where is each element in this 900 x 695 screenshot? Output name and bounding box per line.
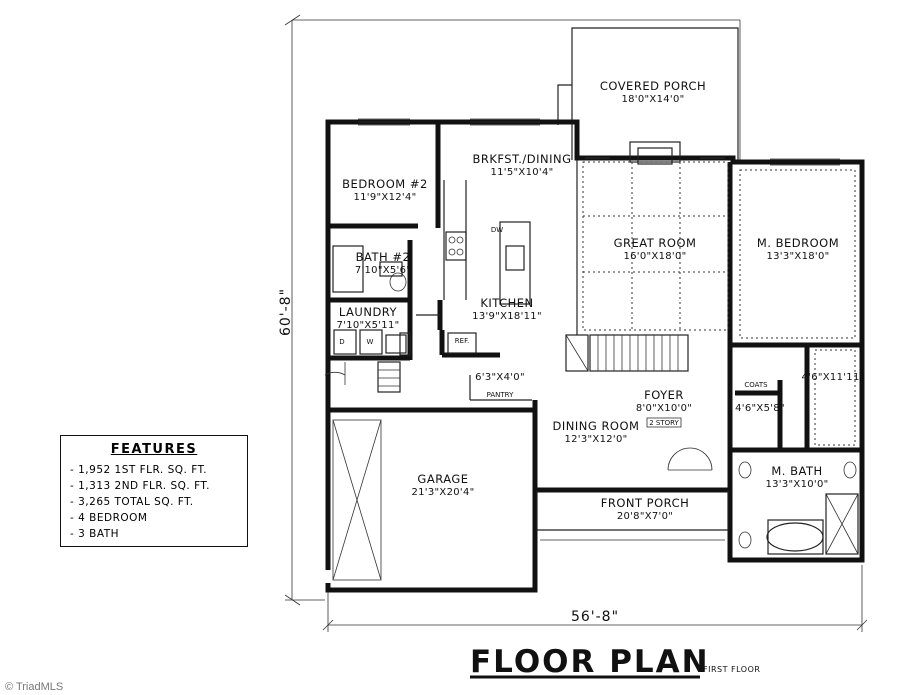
feature-item: - 4 BEDROOM (70, 512, 148, 524)
feature-item: - 1,313 2ND FLR. SQ. FT. (70, 480, 210, 492)
floor-plan-title: FLOOR PLAN (470, 644, 710, 680)
dining-label: DINING ROOM (553, 419, 640, 433)
openings (324, 118, 840, 385)
staircase (377, 334, 689, 393)
brkfst-dim: 11'5"X10'4" (490, 167, 553, 178)
covered-porch-label: COVERED PORCH (600, 79, 706, 93)
feature-item: - 3,265 TOTAL SQ. FT. (70, 496, 194, 508)
laundry-dim: 7'10"X5'11" (336, 320, 399, 331)
foyer-label: FOYER (644, 388, 684, 402)
laundry-label: LAUNDRY (339, 305, 398, 319)
feature-item: - 3 BATH (70, 528, 120, 540)
bath2-fixtures (332, 245, 407, 293)
laundry-fixtures (333, 329, 407, 355)
features-title: FEATURES (110, 442, 198, 457)
kitchen-dim: 13'9"X18'11" (472, 311, 542, 322)
m-bath-dim: 13'3"X10'0" (765, 479, 828, 490)
front-porch-label: FRONT PORCH (601, 496, 690, 510)
covered-porch-outline (557, 27, 739, 160)
bedroom2-dim: 11'9"X12'4" (353, 192, 416, 203)
features-box: FEATURES - 1,952 1ST FLR. SQ. FT. - 1,31… (60, 435, 248, 547)
pantry-dim: 6'3"X4'0" (475, 372, 525, 383)
master-closet-outline (814, 349, 856, 446)
washer-label: W (367, 338, 374, 346)
features-list: - 1,952 1ST FLR. SQ. FT. - 1,313 2ND FLR… (70, 462, 247, 542)
dryer-label: D (339, 338, 344, 346)
kitchen-fixtures (399, 180, 531, 356)
great-room-label: GREAT ROOM (614, 236, 697, 250)
brkfst-label: BRKFST./DINING (472, 152, 571, 166)
great-room-dim: 16'0"X18'0" (623, 251, 686, 262)
overall-width-label: 56'-8" (571, 609, 619, 625)
foyer-note-box (646, 417, 682, 428)
foyer-double-door (667, 447, 713, 471)
dining-dim: 12'3"X12'0" (564, 434, 627, 445)
m-bedroom-dim: 13'3"X18'0" (766, 251, 829, 262)
kitchen-label: KITCHEN (480, 296, 533, 310)
feature-item: - 1,952 1ST FLR. SQ. FT. (70, 464, 208, 476)
closet1-dim: 4'6"X11'11" (801, 372, 864, 383)
great-room-ceiling-grid (576, 160, 729, 335)
m-bath-label: M. BATH (771, 464, 822, 478)
coats-label: COATS (744, 381, 768, 389)
covered-porch-dim: 18'0"X14'0" (621, 94, 684, 105)
closet2-dim: 4'6"X5'8" (735, 403, 785, 414)
dimension-lines (284, 14, 868, 632)
overall-depth-label: 60'-8" (278, 288, 294, 336)
bath2-label: BATH #2 (356, 250, 411, 264)
front-porch-dim: 20'8"X7'0" (617, 511, 673, 522)
bedroom2-label: BEDROOM #2 (342, 177, 428, 191)
m-bedroom-label: M. BEDROOM (757, 236, 839, 250)
ref-label: REF. (455, 337, 469, 345)
bath2-dim: 7'10"X5'6" (355, 265, 411, 276)
foyer-dim: 8'0"X10'0" (636, 403, 692, 414)
pantry-label: PANTRY (487, 391, 514, 399)
garage-door-x (332, 419, 382, 581)
dw-label: DW (491, 226, 503, 234)
fireplace-icon (629, 141, 681, 165)
watermark: © TriadMLS (5, 681, 63, 693)
room-labels: COVERED PORCH 18'0"X14'0" BRKFST./DINING… (336, 79, 864, 522)
master-bedroom-tray-ceiling (739, 169, 856, 339)
master-bath-fixtures (738, 461, 859, 555)
garage-dim: 21'3"X20'4" (411, 487, 474, 498)
front-porch-outline (536, 490, 729, 541)
garage-label: GARAGE (417, 472, 468, 486)
floor-plan-subtitle: FIRST FLOOR (703, 665, 760, 674)
foyer-note: 2 STORY (649, 419, 679, 427)
